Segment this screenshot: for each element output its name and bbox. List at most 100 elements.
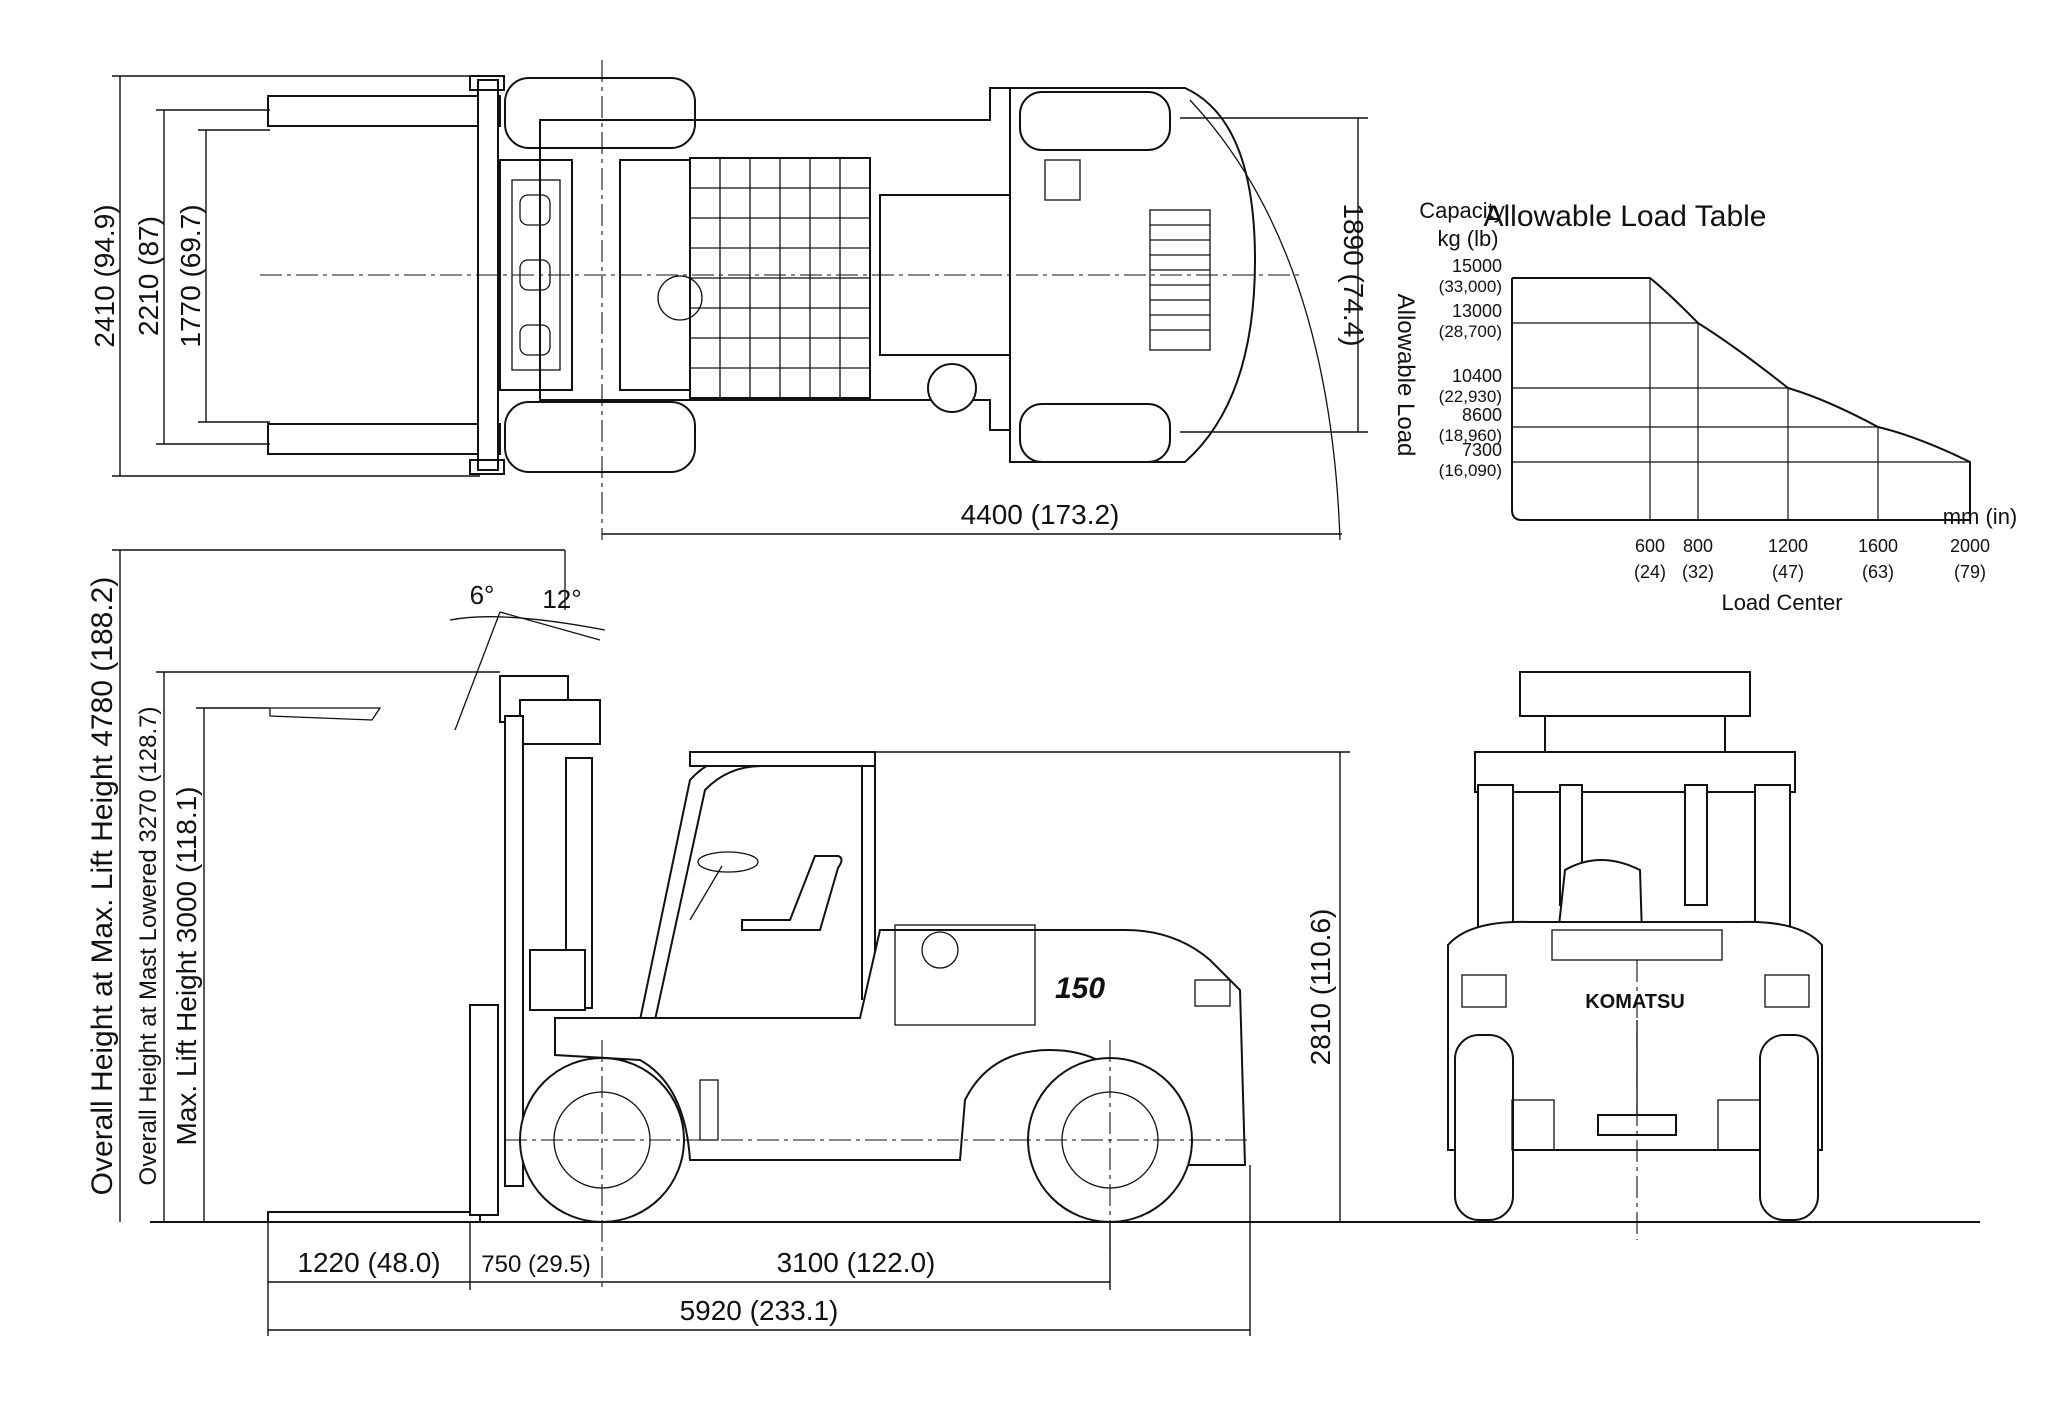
fork-raised	[269, 707, 382, 721]
dim-label-2410: 2410 (94.9)	[89, 204, 120, 347]
mast-outer	[504, 715, 524, 1187]
chart-y-unit-1: Capacity	[1419, 198, 1505, 223]
steering-wheel-top	[657, 275, 703, 321]
step	[699, 1079, 719, 1141]
dim-label-2210: 2210 (87)	[133, 216, 164, 336]
chart-y-tick-sub: (28,700)	[1439, 322, 1502, 341]
overhead-guard-side	[639, 751, 876, 1021]
dim-turning-radius: 4400 (173.2)	[602, 499, 1342, 535]
tilt-forward-label: 6°	[470, 580, 495, 610]
chart-y-tick-label: 13000	[1452, 301, 1502, 321]
dim-label-1890: 1890 (74.4)	[1338, 203, 1369, 346]
carriage-front	[1544, 715, 1726, 753]
front-wheel-right	[1759, 1034, 1819, 1221]
dim-overall-height-max-lift: Overall Height at Max. Lift Height 4780 …	[86, 549, 565, 1222]
rear-lamp-top	[1044, 159, 1081, 201]
fork-bottom	[267, 423, 501, 455]
seat-back-front	[1556, 859, 1644, 936]
model-badge: 150	[1055, 972, 1105, 1005]
chart-x-tick-label: 1600	[1858, 536, 1898, 556]
chart-x-tick-sub: (32)	[1682, 562, 1714, 582]
filter-cap	[921, 931, 959, 969]
chart-x-tick-sub: (79)	[1954, 562, 1986, 582]
axle-right	[1717, 1099, 1761, 1151]
dim-label-1220: 1220 (48.0)	[297, 1247, 440, 1278]
load-backrest	[1519, 671, 1751, 717]
allowable-load-chart: Allowable Load Table Capacity kg (lb) Al…	[1392, 198, 2017, 615]
dim-fork-spread: 1770 (69.7)	[175, 129, 270, 423]
brand-badge: KOMATSU	[1585, 991, 1685, 1013]
dim-label-4400: 4400 (173.2)	[961, 499, 1120, 530]
dim-label-1770: 1770 (69.7)	[175, 204, 206, 347]
chart-title: Allowable Load Table	[1484, 200, 1767, 233]
chart-y-tick-sub: (33,000)	[1439, 277, 1502, 296]
steering-wheel-side	[697, 851, 759, 873]
guard-roof	[689, 751, 876, 767]
operator-seat	[741, 855, 843, 931]
chart-y-tick-sub: (18,960)	[1439, 426, 1502, 445]
fork-lowered	[267, 1211, 481, 1223]
chart-y-tick-label: 7300	[1462, 440, 1502, 460]
tilt-backward-label: 12°	[542, 584, 581, 614]
chart-y-unit-2: kg (lb)	[1437, 226, 1498, 251]
chart-x-tick-label: 1200	[1768, 536, 1808, 556]
chart-load-curve	[1512, 277, 1971, 520]
mast-right-rail	[1754, 784, 1791, 936]
dim-max-lift-height: Max. Lift Height 3000 (118.1)	[171, 707, 270, 1222]
dim-lengths: 1220 (48.0) 750 (29.5) 3100 (122.0) 5920…	[267, 1165, 1251, 1336]
top-view: 2410 (94.9) 2210 (87) 1770 (69.7) 1890 (…	[89, 60, 1369, 541]
headlight-right	[1764, 974, 1810, 1008]
lift-cylinder-right	[1684, 784, 1708, 906]
tilt-bracket	[529, 949, 586, 1011]
dim-label-5920: 5920 (233.1)	[680, 1295, 839, 1326]
chart-x-label: Load Center	[1721, 590, 1842, 615]
fork-shank	[469, 1004, 499, 1216]
front-view: KOMATSU	[1447, 671, 1823, 1240]
chart-y-tick-sub: (16,090)	[1439, 461, 1502, 480]
front-tire-right	[504, 401, 696, 473]
chart-x-tick-label: 600	[1635, 536, 1665, 556]
dim-label-750: 750 (29.5)	[481, 1251, 590, 1278]
fork-top	[267, 95, 501, 127]
chart-x-unit: mm (in)	[1943, 504, 2018, 529]
chart-x-tick-sub: (47)	[1772, 562, 1804, 582]
dim-label-3100: 3100 (122.0)	[777, 1247, 936, 1278]
air-cleaner	[927, 363, 977, 413]
dim-rear-width: 1890 (74.4)	[1180, 117, 1369, 433]
dim-label-4780: Overall Height at Max. Lift Height 4780 …	[86, 577, 119, 1196]
chart-y-tick-sub: (22,930)	[1439, 387, 1502, 406]
dim-overall-height-lowered: Overall Height at Mast Lowered 3270 (128…	[135, 671, 500, 1222]
chart-x-tick-label: 800	[1683, 536, 1713, 556]
headlight-left	[1461, 974, 1507, 1008]
turning-radius-arc	[1189, 99, 1341, 541]
truck-body	[554, 929, 1247, 1166]
chart-y-tick-label: 10400	[1452, 366, 1502, 386]
dim-overhead-guard-height: 2810 (110.6)	[875, 751, 1350, 1222]
dim-overall-width: 2410 (94.9)	[89, 75, 480, 477]
rear-tire-right	[1019, 403, 1171, 463]
chart-x-tick-sub: (24)	[1634, 562, 1666, 582]
chart-y-tick-label: 8600	[1462, 405, 1502, 425]
dim-label-2810: 2810 (110.6)	[1305, 909, 1336, 1066]
radiator-grille	[1149, 209, 1211, 351]
chart-y-tick-label: 15000	[1452, 256, 1502, 276]
chain-bracket	[519, 699, 601, 745]
dim-label-3000: Max. Lift Height 3000 (118.1)	[171, 786, 202, 1145]
mast-crossbar	[1474, 751, 1796, 793]
chart-y-label: Allowable Load	[1392, 294, 1419, 457]
axle-left	[1511, 1099, 1555, 1151]
dim-label-3270: Overall Height at Mast Lowered 3270 (128…	[135, 707, 162, 1186]
engine-cover-panel	[894, 924, 1036, 1026]
chart-marks: 15000(33,000)13000(28,700)10400(22,930)8…	[1439, 256, 1990, 582]
side-view: 6° 12° 150 Overall Height at Max. Lift H…	[86, 549, 1980, 1336]
rear-tire-left	[1019, 91, 1171, 151]
chart-axes	[1511, 278, 1970, 521]
rear-side-window	[1194, 979, 1231, 1007]
front-tire-left	[504, 77, 696, 149]
chart-x-tick-label: 2000	[1950, 536, 1990, 556]
front-wheel-left	[1454, 1034, 1514, 1221]
mast-left-rail	[1477, 784, 1514, 936]
chart-x-tick-sub: (63)	[1862, 562, 1894, 582]
front-body	[1447, 920, 1823, 1151]
